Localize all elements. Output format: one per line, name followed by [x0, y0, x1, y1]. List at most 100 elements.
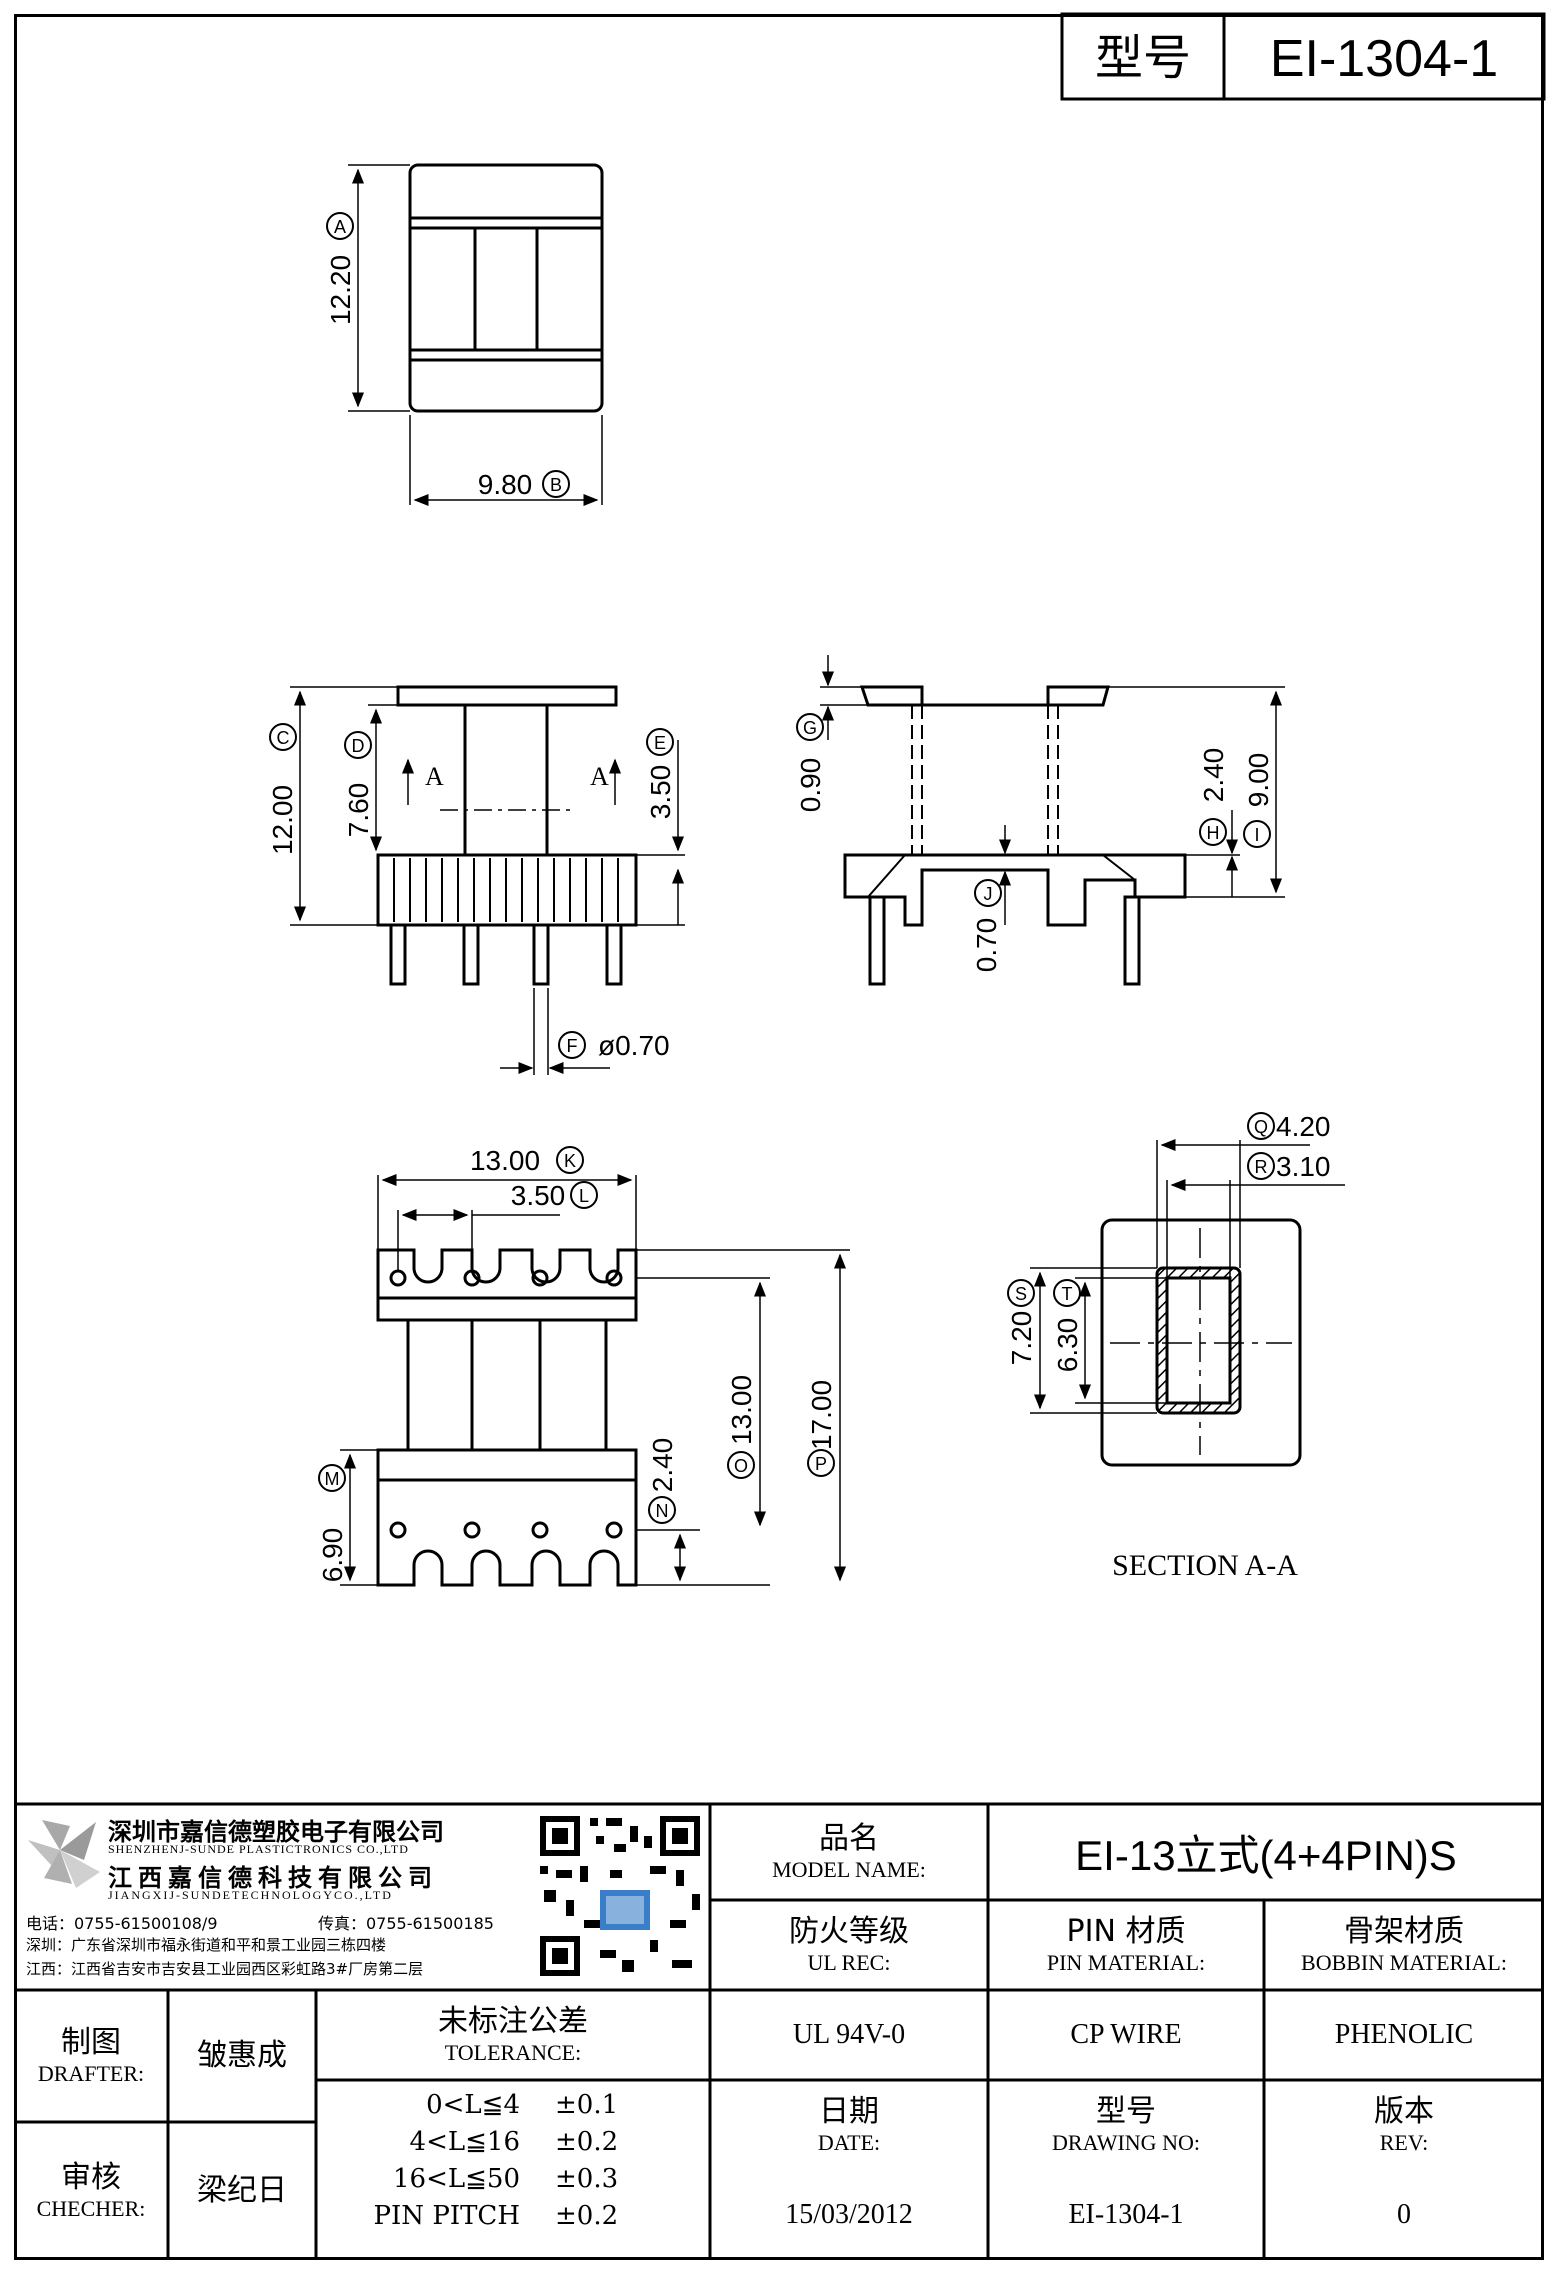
dim-F: ø0.70 [598, 1030, 670, 1061]
section-mark-left: A [425, 762, 444, 791]
dim-H: 2.40 [1198, 748, 1229, 803]
company-logo [28, 1820, 100, 1888]
side-view [843, 685, 1187, 986]
company2-name-en: JIANGXIJ-SUNDETECHNOLOGYCO.,LTD [108, 1888, 393, 1902]
letter-T: T [1062, 1284, 1073, 1304]
letter-D: D [352, 736, 365, 756]
dim-A: 12.20 [325, 255, 356, 325]
checker-value: 梁纪日 [197, 2173, 287, 2208]
date-value: 15/03/2012 [785, 2199, 913, 2230]
section-view-labels: Q 4.20 R 3.10 7.20 S 6.30 T SECTION A-A [1006, 1111, 1331, 1582]
drafter-header: 制图 DRAFTER: [14, 1990, 168, 2122]
letter-B: B [550, 475, 562, 495]
tol-range-3: PIN PITCH [373, 2201, 520, 2231]
dim-O: 13.00 [726, 1375, 757, 1445]
top-view [408, 163, 604, 413]
top-view-labels: 12.20 A 9.80 B [325, 212, 570, 500]
letter-C: C [277, 728, 290, 748]
tolerance-cn: 未标注公差 [438, 2004, 588, 2039]
company-name-cn: 深圳市嘉信德塑胶电子有限公司 [108, 1818, 444, 1846]
header-label: 型号 [1095, 30, 1191, 86]
dim-E: 3.50 [645, 765, 676, 820]
dim-J: 0.70 [971, 918, 1002, 973]
dim-C: 12.00 [267, 785, 298, 855]
front-view-labels: 12.00 C 7.60 D 3.50 E F ø0.70 A A [267, 723, 676, 1061]
dim-P: 17.00 [806, 1380, 837, 1450]
side-view-dims [820, 655, 1285, 925]
drafter-en: DRAFTER: [37, 2061, 145, 2086]
section-mark-right: A [590, 762, 609, 791]
checker-en: CHECHER: [36, 2196, 146, 2221]
bottom-view [376, 1248, 638, 1587]
tolerance-header: 未标注公差 TOLERANCE: [316, 1990, 710, 2080]
tol-range-0: 0<L≦4 [426, 2090, 520, 2120]
tol-range-2: 16<L≦50 [392, 2164, 520, 2194]
model-name-en: MODEL NAME: [772, 1857, 926, 1882]
tol-value-2: ±0.3 [555, 2164, 619, 2194]
ul-rec-header: 防火等级 UL REC: [710, 1900, 988, 1990]
pin-material-header: PIN 材质 PIN MATERIAL: [988, 1900, 1264, 1990]
pin-cn: PIN 材质 [1066, 1914, 1186, 1949]
bottom-view-dims [340, 1174, 850, 1586]
rev-cn: 版本 [1374, 2094, 1434, 2129]
qr-code [535, 1812, 705, 1982]
dim-I: 9.00 [1243, 753, 1274, 808]
section-label: SECTION A-A [1112, 1549, 1298, 1582]
bottom-view-labels: 13.00 K 3.50 L 6.90 M 2.40 N 13.00 O 17.… [317, 1145, 837, 1582]
tol-value-1: ±0.2 [555, 2127, 619, 2157]
company-addr-sz: 深圳：广东省深圳市福永街道和平和景工业园三栋四楼 [26, 1936, 387, 1954]
rev-value: 0 [1397, 2199, 1411, 2230]
company-addr-jx: 江西：江西省吉安市吉安县工业园西区彩虹路3#厂房第二层 [26, 1960, 424, 1978]
tolerance-en: TOLERANCE: [444, 2040, 582, 2065]
pin-en: PIN MATERIAL: [1046, 1950, 1206, 1975]
letter-A: A [334, 217, 346, 237]
letter-S: S [1015, 1284, 1027, 1304]
date-header: 日期 DATE: [710, 2080, 988, 2170]
bobbin-material-value: PHENOLIC [1334, 2019, 1474, 2050]
letter-R: R [1255, 1157, 1268, 1177]
date-en: DATE: [817, 2130, 881, 2155]
drawing-frame [14, 14, 1544, 2260]
rev-header: 版本 REV: [1264, 2080, 1544, 2170]
dim-N: 2.40 [647, 1438, 678, 1493]
letter-G: G [803, 718, 817, 738]
letter-I: I [1254, 825, 1259, 845]
dim-T: 6.30 [1052, 1318, 1083, 1373]
letter-F: F [567, 1036, 578, 1056]
model-name-value: EI-13立式(4+4PIN)S [1075, 1831, 1457, 1879]
bobbin-en: BOBBIN MATERIAL: [1301, 1950, 1507, 1975]
dim-D: 7.60 [343, 783, 374, 838]
letter-L: L [579, 1186, 589, 1206]
dim-K: 13.00 [470, 1145, 540, 1176]
checker-header: 审核 CHECHER: [14, 2122, 168, 2260]
bobbin-cn: 骨架材质 [1344, 1914, 1464, 1949]
ul-en: UL REC: [807, 1950, 891, 1975]
front-view [376, 685, 638, 986]
ul-rec-value: UL 94V-0 [792, 2019, 906, 2050]
company-fax: 传真：0755-61500185 [318, 1914, 494, 1933]
dwg-en: DRAWING NO: [1052, 2130, 1200, 2155]
section-view-dims [1030, 1139, 1345, 1414]
model-header: 型号 EI-1304-1 [1060, 12, 1546, 101]
letter-N: N [656, 1501, 669, 1521]
letter-P: P [815, 1454, 827, 1474]
drawing-no-value: EI-1304-1 [1068, 2199, 1184, 2230]
letter-M: M [325, 1469, 340, 1489]
rev-en: REV: [1379, 2130, 1429, 2155]
drafter-cn: 制图 [61, 2025, 121, 2060]
company2-name-cn: 江西嘉信德科技有限公司 [108, 1864, 438, 1892]
letter-K: K [564, 1151, 576, 1171]
section-view [1100, 1218, 1302, 1467]
dim-G: 0.90 [795, 758, 826, 813]
top-view-dims [348, 164, 603, 506]
pin-material-value: CP WIRE [1070, 2019, 1182, 2050]
front-view-dims [290, 686, 685, 1075]
checker-cn: 审核 [61, 2160, 121, 2195]
dim-R: 3.10 [1276, 1151, 1331, 1182]
company-name-en: SHENZHENJ-SUNDE PLASTICTRONICS CO.,LTD [108, 1842, 409, 1856]
letter-O: O [734, 1456, 748, 1476]
dim-L: 3.50 [511, 1180, 566, 1211]
company-tel: 电话：0755-61500108/9 [26, 1914, 218, 1933]
dim-M: 6.90 [317, 1528, 348, 1583]
